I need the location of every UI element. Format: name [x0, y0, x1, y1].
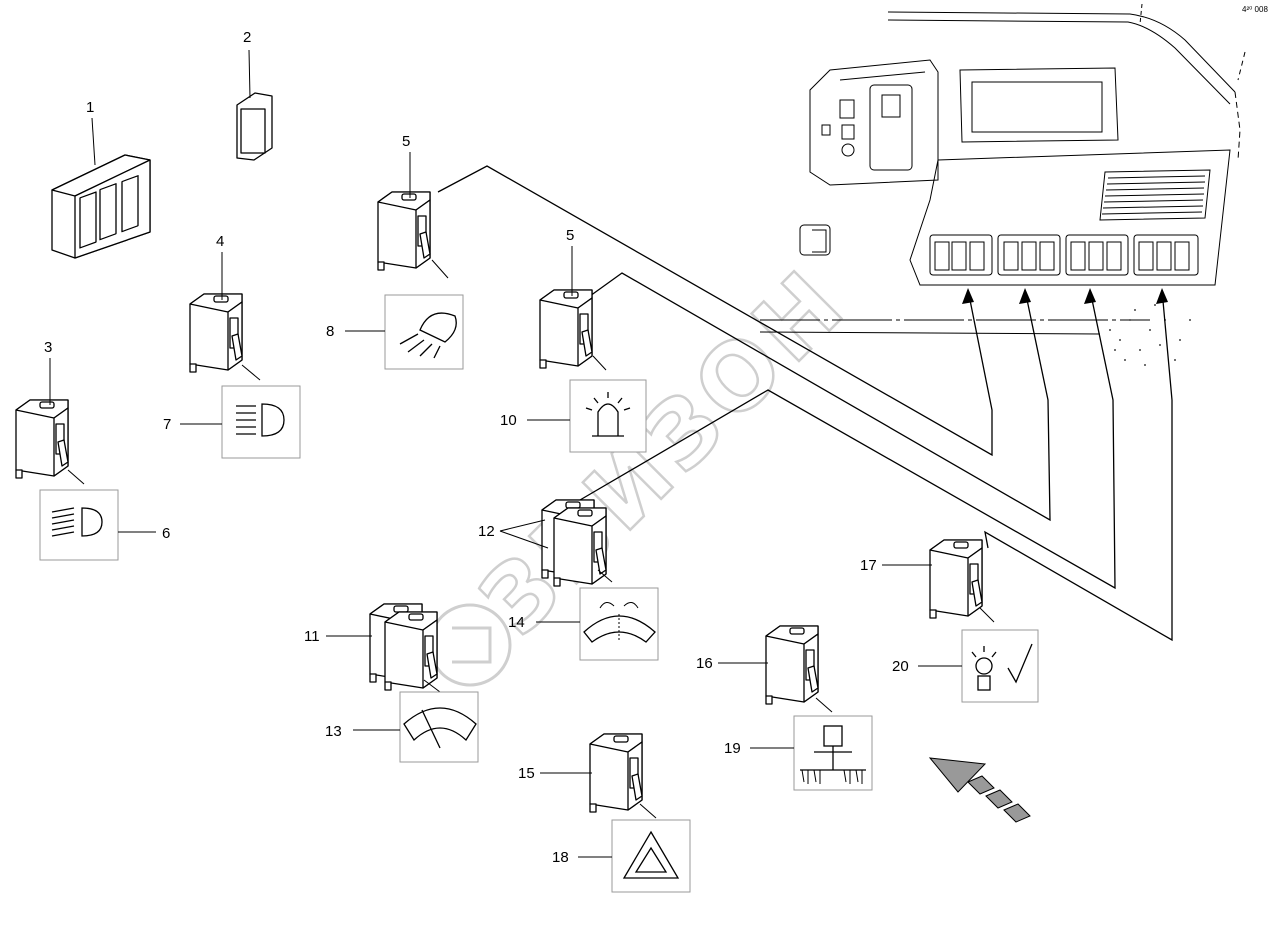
switch-housing-triple [51, 154, 151, 259]
callout-6: 6 [162, 525, 170, 542]
callout-10: 10 [500, 412, 517, 429]
callout-5a: 5 [402, 133, 410, 150]
callout-17: 17 [860, 557, 877, 574]
wiper-symbol [399, 691, 479, 763]
callout-14: 14 [508, 614, 525, 631]
dipped-beam-symbol [39, 489, 119, 561]
beacon-symbol [569, 379, 647, 453]
switch-blank-cover [236, 92, 273, 161]
callout-15: 15 [518, 765, 535, 782]
watermark-text: ЗВИЗОН [460, 248, 867, 655]
rocker-switch-11b [384, 611, 438, 691]
hazard-warning-symbol [611, 819, 691, 893]
rocker-switch-16 [765, 625, 819, 705]
callout-16: 16 [696, 655, 713, 672]
callout-7: 7 [163, 416, 171, 433]
callout-1: 1 [86, 99, 94, 116]
callout-19: 19 [724, 740, 741, 757]
indicator-lamp-check-symbol [961, 629, 1039, 703]
washer-symbol [579, 587, 659, 661]
main-beam-symbol [221, 385, 301, 459]
callout-13: 13 [325, 723, 342, 740]
rocker-switch-5b [539, 289, 593, 369]
callout-20: 20 [892, 658, 909, 675]
rocker-switch-5a [377, 191, 431, 271]
callout-4: 4 [216, 233, 224, 250]
callout-2: 2 [243, 29, 251, 46]
callout-11: 11 [304, 628, 320, 645]
rocker-switch-17 [929, 539, 983, 619]
callout-18: 18 [552, 849, 569, 866]
direction-arrow [928, 757, 1031, 823]
callout-8: 8 [326, 323, 334, 340]
corner-text: 4²⁰ 008 [1242, 5, 1268, 14]
leader-lines [437, 165, 1173, 642]
watermark-logo-inner [452, 626, 492, 664]
header-height-symbol [793, 715, 873, 791]
rocker-switch-12b [553, 507, 607, 587]
work-light-symbol [384, 294, 464, 370]
cab-dashboard [759, 3, 1246, 366]
rocker-switch-4 [189, 293, 243, 373]
rocker-switch-3 [15, 399, 69, 479]
callout-3: 3 [44, 339, 52, 356]
callout-5b: 5 [566, 227, 574, 244]
rocker-switch-15 [589, 733, 643, 813]
callout-12: 12 [478, 523, 495, 540]
